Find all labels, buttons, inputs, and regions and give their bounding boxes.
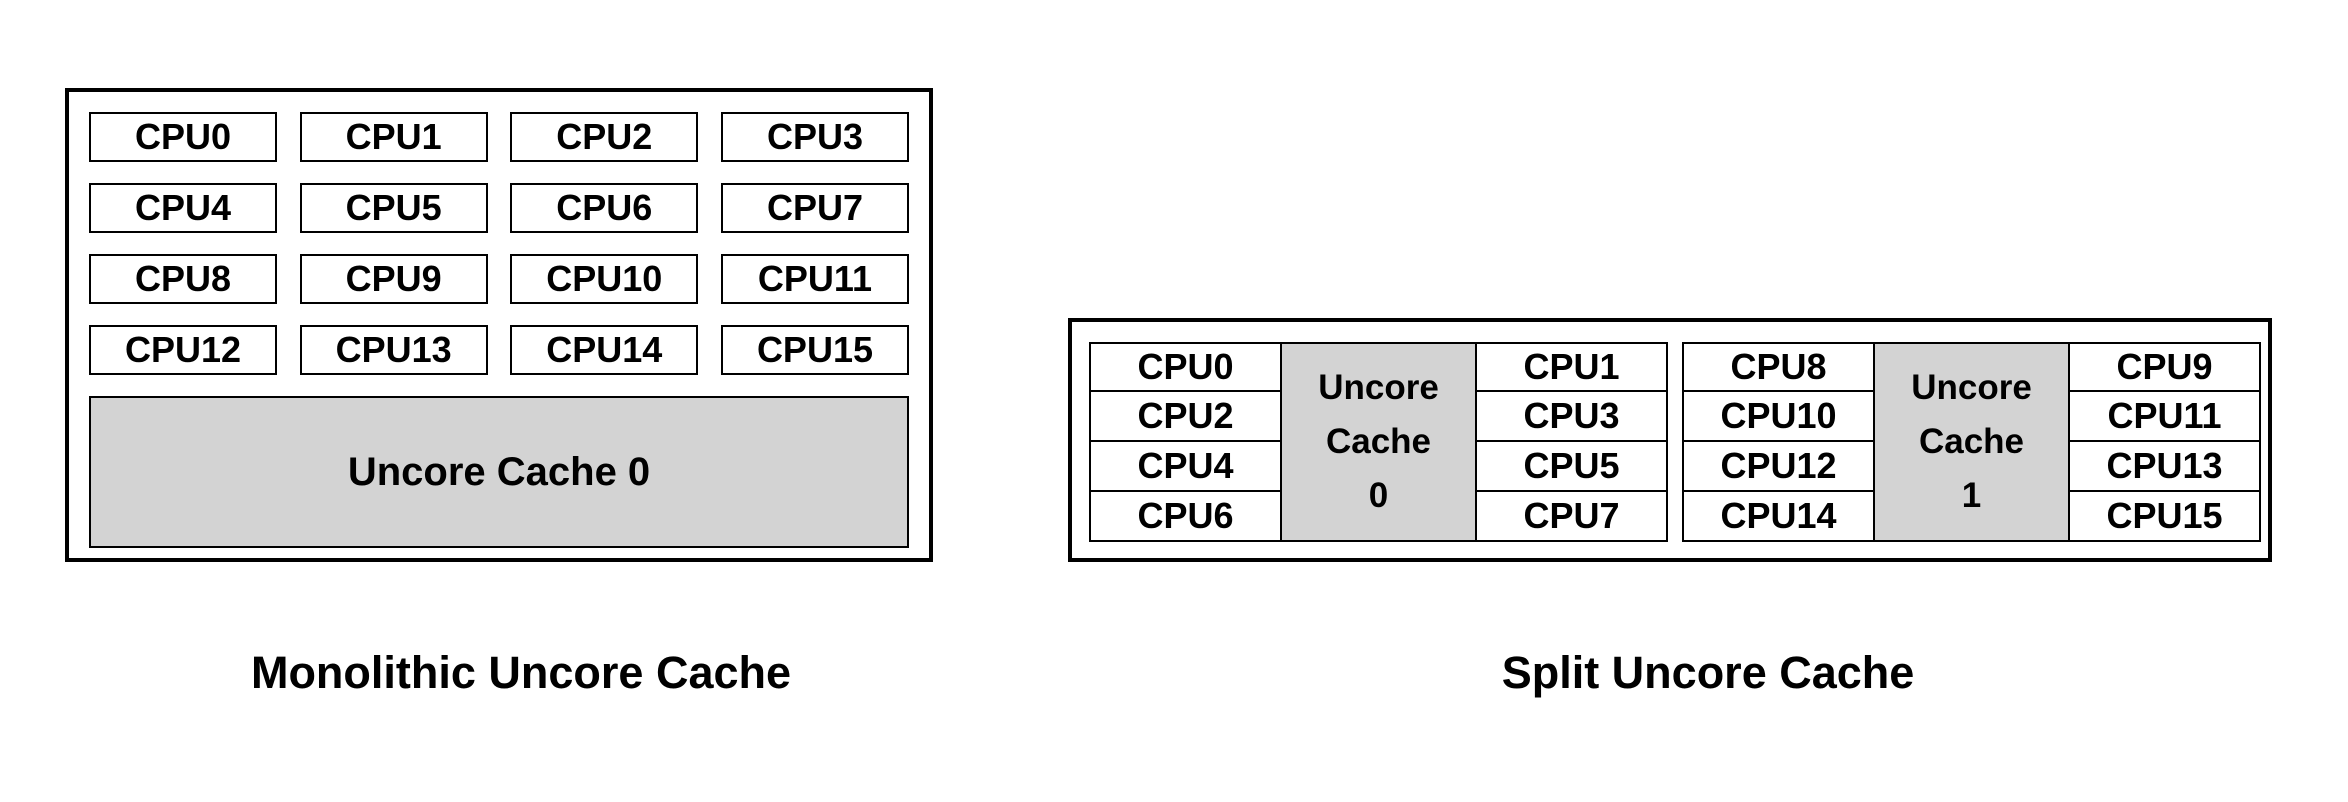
cpu-box: CPU15 <box>720 325 909 375</box>
cpu-cell: CPU0 <box>1089 342 1282 392</box>
cpu-box: CPU6 <box>510 183 699 233</box>
cpu-cell: CPU7 <box>1475 492 1668 542</box>
cpu-box: CPU9 <box>299 254 488 304</box>
cache-group-0: CPU0 CPU2 CPU4 CPU6 Uncore Cache 0 CPU1 … <box>1089 342 1668 542</box>
cpu-cell: CPU14 <box>1682 492 1875 542</box>
cpu-cell: CPU5 <box>1475 442 1668 492</box>
cpu-box: CPU7 <box>720 183 909 233</box>
cpu-cell: CPU1 <box>1475 342 1668 392</box>
cpu-column-even: CPU8 CPU10 CPU12 CPU14 <box>1682 342 1875 542</box>
cpu-column-odd: CPU9 CPU11 CPU13 CPU15 <box>2068 342 2261 542</box>
cpu-box: CPU1 <box>299 112 488 162</box>
cpu-cell: CPU6 <box>1089 492 1282 542</box>
cpu-box: CPU8 <box>89 254 277 304</box>
cache-label-line: 1 <box>1961 476 1982 515</box>
cpu-row: CPU12 CPU13 CPU14 CPU15 <box>89 325 909 375</box>
cpu-cell: CPU15 <box>2068 492 2261 542</box>
cpu-cell: CPU2 <box>1089 392 1282 442</box>
cpu-box: CPU13 <box>299 325 488 375</box>
cpu-column-even: CPU0 CPU2 CPU4 CPU6 <box>1089 342 1282 542</box>
cpu-cell: CPU10 <box>1682 392 1875 442</box>
cpu-cell: CPU3 <box>1475 392 1668 442</box>
cpu-box: CPU0 <box>89 112 277 162</box>
cache-label-line: 0 <box>1368 476 1389 515</box>
cpu-box: CPU14 <box>510 325 699 375</box>
split-uncore-cache-diagram: CPU0 CPU2 CPU4 CPU6 Uncore Cache 0 CPU1 … <box>1068 318 2272 562</box>
cpu-box: CPU12 <box>89 325 277 375</box>
cpu-cell: CPU13 <box>2068 442 2261 492</box>
monolithic-uncore-cache-diagram: CPU0 CPU1 CPU2 CPU3 CPU4 CPU5 CPU6 CPU7 … <box>65 88 933 562</box>
cpu-box: CPU5 <box>299 183 488 233</box>
uncore-cache-1-split-box: Uncore Cache 1 <box>1875 342 2068 542</box>
cache-label-line: Cache <box>1918 422 2025 461</box>
cpu-row: CPU4 CPU5 CPU6 CPU7 <box>89 183 909 233</box>
cache-label-line: Uncore <box>1318 368 1439 407</box>
cpu-box: CPU10 <box>510 254 699 304</box>
cpu-cell: CPU12 <box>1682 442 1875 492</box>
cpu-box: CPU4 <box>89 183 277 233</box>
cpu-box: CPU2 <box>510 112 699 162</box>
cpu-row: CPU8 CPU9 CPU10 CPU11 <box>89 254 909 304</box>
cpu-row: CPU0 CPU1 CPU2 CPU3 <box>89 112 909 162</box>
cache-group-1: CPU8 CPU10 CPU12 CPU14 Uncore Cache 1 CP… <box>1682 342 2261 542</box>
cpu-box: CPU3 <box>720 112 909 162</box>
split-caption: Split Uncore Cache <box>1501 647 1915 698</box>
cache-label-line: Cache <box>1325 422 1432 461</box>
cpu-cell: CPU4 <box>1089 442 1282 492</box>
cpu-box: CPU11 <box>720 254 909 304</box>
monolithic-caption: Monolithic Uncore Cache <box>250 647 792 698</box>
cpu-cell: CPU11 <box>2068 392 2261 442</box>
cpu-cell: CPU8 <box>1682 342 1875 392</box>
uncore-cache-0-box: Uncore Cache 0 <box>89 396 909 548</box>
uncore-cache-0-split-box: Uncore Cache 0 <box>1282 342 1475 542</box>
cache-label-line: Uncore <box>1911 368 2032 407</box>
cpu-column-odd: CPU1 CPU3 CPU5 CPU7 <box>1475 342 1668 542</box>
cpu-cell: CPU9 <box>2068 342 2261 392</box>
